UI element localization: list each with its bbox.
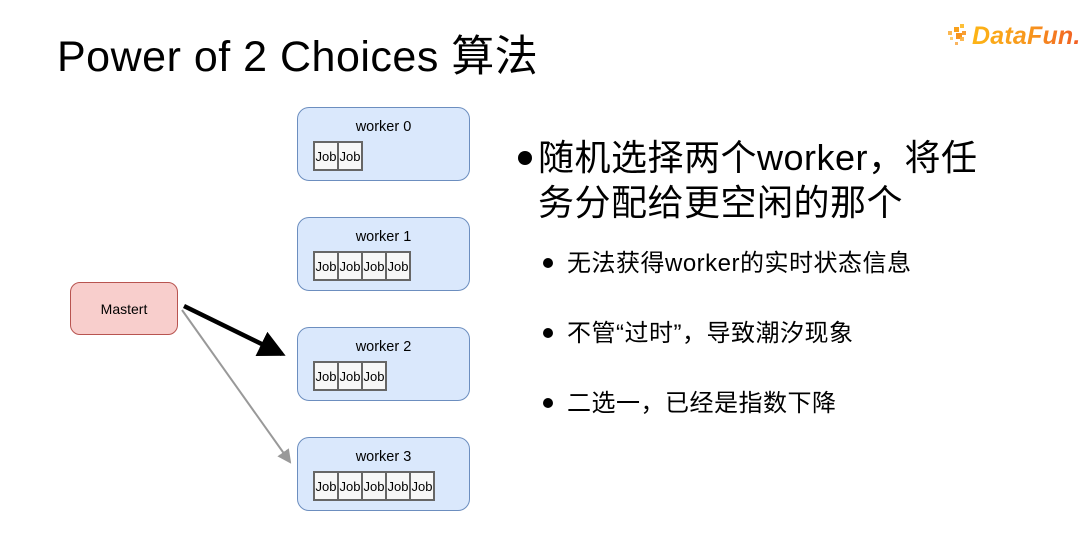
worker-label: worker 0 (355, 119, 412, 135)
bullet-dot-icon (518, 151, 532, 165)
job-cell: Job (313, 251, 339, 281)
job-cell: Job (337, 471, 363, 501)
arrow-to-worker2 (183, 303, 286, 357)
sub-bullet-0: 无法获得worker的实时状态信息 (543, 249, 912, 278)
logo-text: DataFun. (972, 22, 1080, 50)
sub-bullet-text: 无法获得worker的实时状态信息 (567, 250, 912, 277)
sub-bullet-text: 不管“过时”，导致潮汐现象 (567, 320, 854, 347)
job-cell: Job (313, 361, 339, 391)
job-cell: Job (361, 471, 387, 501)
job-cell: Job (361, 361, 387, 391)
page-title: Power of 2 Choices 算法 (57, 33, 539, 81)
sub-bullet-1: 不管“过时”，导致潮汐现象 (543, 319, 912, 348)
logo-pixels-icon (948, 23, 970, 50)
main-bullet: 随机选择两个worker，将任务分配给更空闲的那个 (518, 135, 1063, 225)
master-node: Mastert (70, 282, 178, 335)
worker-label: worker 2 (355, 339, 412, 355)
job-cell: Job (361, 251, 387, 281)
job-cell: Job (337, 141, 363, 171)
main-bullet-text: 随机选择两个worker，将任务分配给更空闲的那个 (538, 137, 978, 223)
job-cell: Job (385, 251, 411, 281)
bullet-dot-icon (543, 258, 553, 268)
job-cell: Job (385, 471, 411, 501)
worker-label: worker 3 (355, 449, 412, 465)
datafun-logo: DataFun. (948, 22, 1080, 51)
job-cell: Job (313, 141, 339, 171)
job-cell: Job (409, 471, 435, 501)
bullet-dot-icon (543, 328, 553, 338)
job-cell: Job (337, 361, 363, 391)
job-cell: Job (337, 251, 363, 281)
sub-bullet-text: 二选一，已经是指数下降 (567, 390, 837, 417)
job-cell: Job (313, 471, 339, 501)
arrow-to-worker3 (181, 309, 292, 464)
master-label: Mastert (100, 300, 148, 317)
sub-bullet-2: 二选一，已经是指数下降 (543, 389, 912, 418)
sub-bullet-list: 无法获得worker的实时状态信息不管“过时”，导致潮汐现象二选一，已经是指数下… (543, 249, 912, 418)
worker-label: worker 1 (355, 229, 412, 245)
bullet-dot-icon (543, 398, 553, 408)
